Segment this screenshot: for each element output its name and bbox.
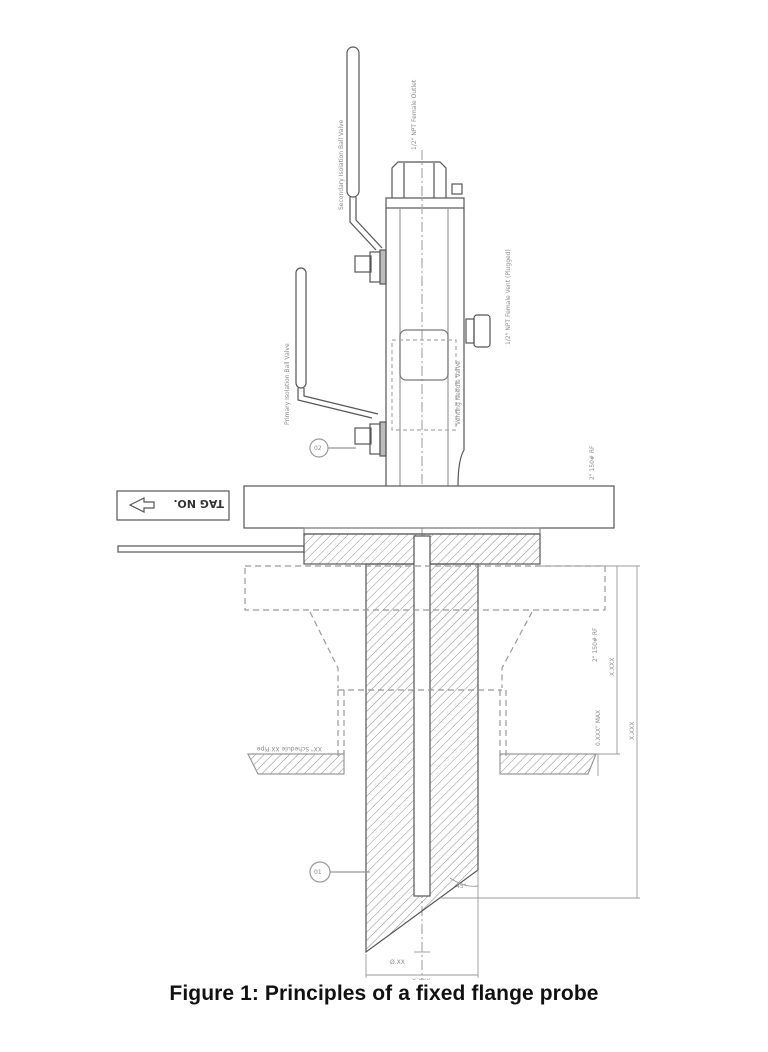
outlet-hex-nut xyxy=(391,161,463,198)
pipe-wall-right xyxy=(499,753,597,775)
dimension-lines xyxy=(365,565,640,978)
label-width-dim: X.XXX xyxy=(412,978,430,980)
label-flange-rating-top: 2" 150# RF xyxy=(589,445,596,480)
tag-plate xyxy=(116,490,230,521)
label-primary-valve: Primary Isolation Ball Valve xyxy=(284,343,291,425)
balloon-02-text: 02 xyxy=(314,445,322,452)
label-pipe-wall: XX" Schedule XX Pipe xyxy=(257,745,322,752)
label-flange-rating-mid: 2" 150# RF xyxy=(592,627,599,662)
primary-valve-handle xyxy=(295,267,379,419)
label-tag-no: TAG NO. xyxy=(173,497,224,510)
tag-rod xyxy=(117,545,305,553)
vent-plug xyxy=(465,314,491,348)
fixed-flange-probe-drawing: Secondary Isolation Ball Valve 1/2" NPT … xyxy=(116,46,640,980)
primary-valve-nut xyxy=(354,421,387,457)
balloon-01-text: 01 xyxy=(314,869,322,876)
label-secondary-valve: Secondary Isolation Ball Valve xyxy=(338,119,345,210)
label-vent: 1/2" NPT Female Vent (Plugged) xyxy=(505,249,512,345)
label-angle: 45° xyxy=(456,883,467,890)
secondary-valve-nut xyxy=(354,249,387,285)
pipe-wall-left xyxy=(247,753,345,775)
top-flange xyxy=(243,485,615,529)
label-dim-inner: X.XXX xyxy=(609,658,616,676)
probe-bore xyxy=(413,535,431,897)
label-venting-valve: Venting Needle Valve xyxy=(455,361,462,425)
label-outlet: 1/2" NPT Female Outlet xyxy=(411,79,418,150)
secondary-valve-handle xyxy=(346,46,383,251)
nozzle-outline xyxy=(244,565,606,756)
label-wall-thickness: 0.XXX" MAX xyxy=(595,710,602,746)
label-bore-dim: Ø.XX xyxy=(390,959,405,966)
figure-caption: Figure 1: Principles of a fixed flange p… xyxy=(169,982,599,1005)
label-dim-outer: X.XXX xyxy=(629,722,636,740)
